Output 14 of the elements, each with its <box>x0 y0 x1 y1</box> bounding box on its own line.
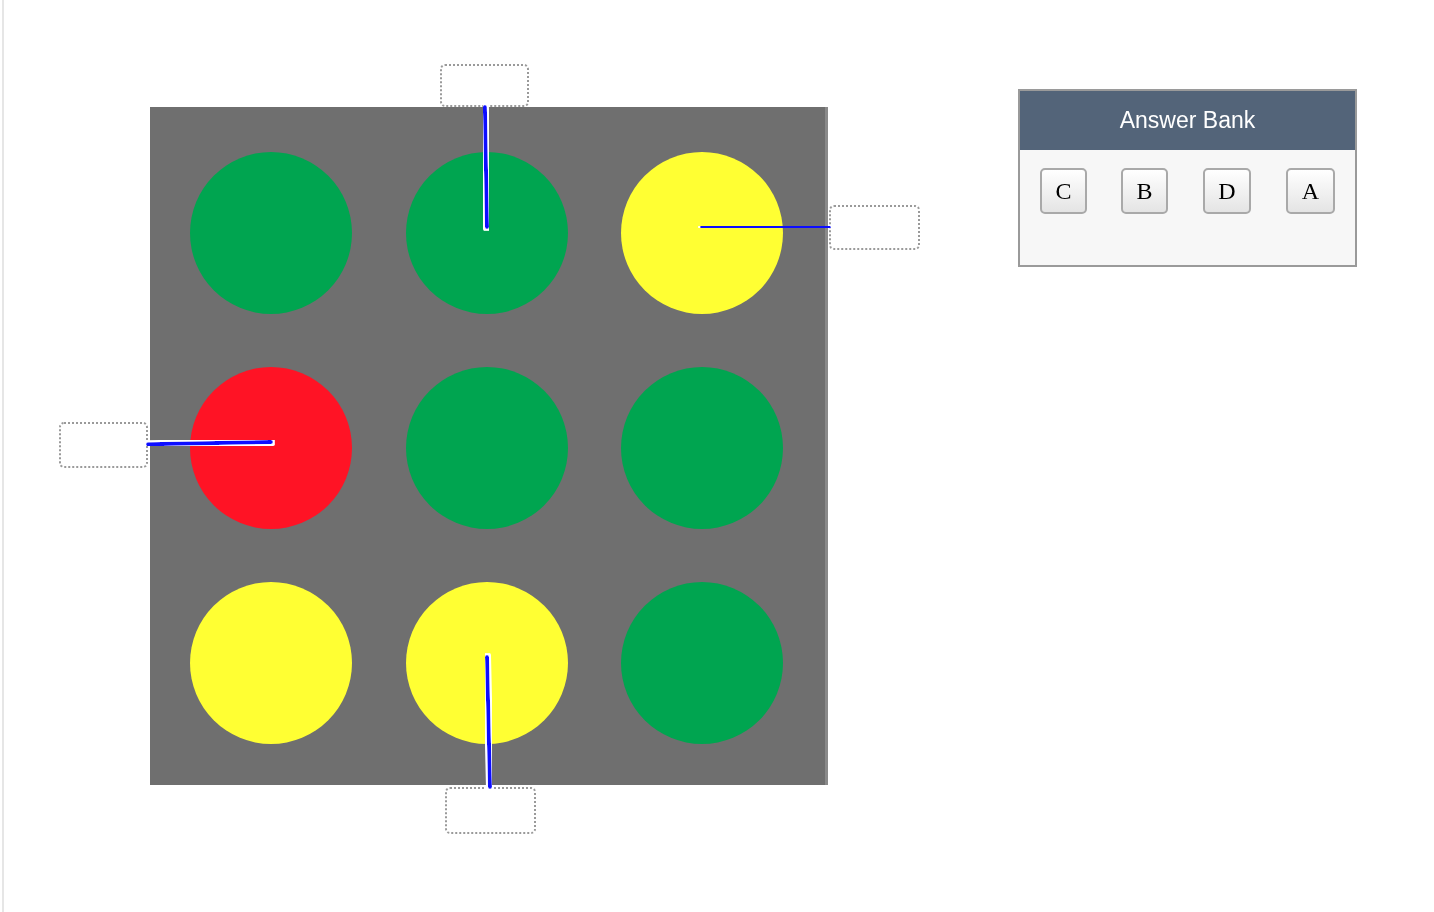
leader-line <box>700 225 831 230</box>
answer-box <box>829 205 920 250</box>
panel-header: Answer Bank <box>1020 91 1355 150</box>
answer-bank-panel <box>1018 89 1357 267</box>
answer-chip: C <box>1040 168 1087 214</box>
answer-chip: A <box>1286 168 1335 214</box>
answer-chip: B <box>1121 168 1168 214</box>
leader-line <box>485 655 492 789</box>
answer-box <box>445 787 536 834</box>
leader-line <box>482 105 489 229</box>
answer-chip: D <box>1203 168 1251 214</box>
answer-box <box>440 64 529 107</box>
leader-line <box>146 440 273 447</box>
answer-box <box>59 422 148 468</box>
